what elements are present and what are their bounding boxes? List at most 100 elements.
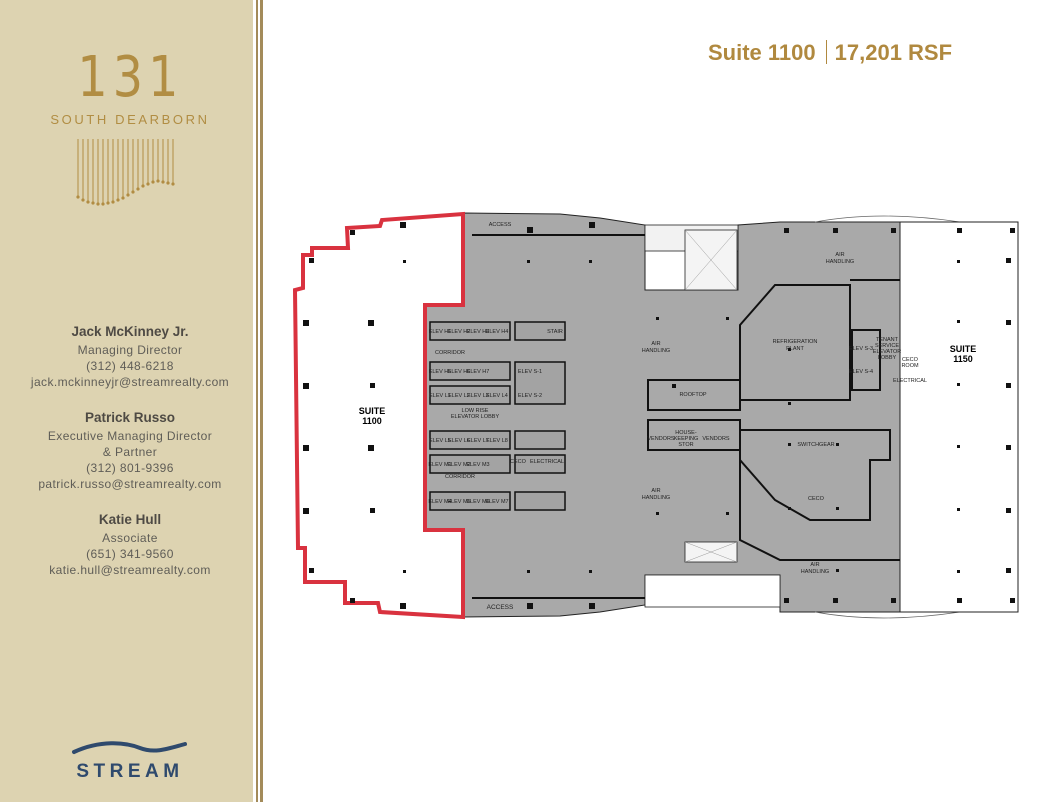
electrical-label: ELECTRICAL <box>530 459 564 465</box>
svg-text:ELEV H2: ELEV H2 <box>448 329 471 335</box>
contact-email[interactable]: jack.mckinneyjr@streamrealty.com <box>30 375 230 389</box>
ceco-label: CECO <box>808 496 825 502</box>
access-label: ACCESS <box>489 222 512 228</box>
svg-text:ELEV L8: ELEV L8 <box>486 438 508 444</box>
svg-text:ELEV M2: ELEV M2 <box>447 462 470 468</box>
contact-card: Jack McKinney Jr. Managing Director (312… <box>0 322 260 390</box>
corridor-label: CORRIDOR <box>435 350 465 356</box>
svg-text:ELEV S-2: ELEV S-2 <box>518 393 542 399</box>
air-handling-label: HANDLING <box>642 348 670 354</box>
suite-label: Suite 1100 <box>708 40 816 65</box>
sidebar-border <box>260 0 263 802</box>
air-handling-label: AIR <box>651 341 660 347</box>
air-handling-label: AIR <box>810 562 819 568</box>
walls <box>472 234 900 599</box>
svg-text:ELEV H4: ELEV H4 <box>486 329 509 335</box>
building-logo: 131 SOUTH DEARBORN <box>0 45 260 128</box>
lobby-label: ELEVATOR LOBBY <box>451 414 500 420</box>
svg-text:ELEV L6: ELEV L6 <box>448 438 470 444</box>
page-title: Suite 1100 17,201 RSF <box>708 40 952 66</box>
refrigeration-label: PLANT <box>786 346 804 352</box>
suite-1150[interactable] <box>899 221 1019 613</box>
stream-logo: STREAM <box>70 740 190 783</box>
svg-text:ELEV M5: ELEV M5 <box>447 499 470 505</box>
contact-card: Patrick Russo Executive Managing Directo… <box>0 408 260 492</box>
ceco-label: CECO <box>510 459 527 465</box>
switchgear-label: SWITCHGEAR <box>797 442 834 448</box>
air-handling-label: HANDLING <box>642 495 670 501</box>
svg-text:ELEV H7: ELEV H7 <box>467 369 490 375</box>
contact-title: Managing Director <box>77 343 183 357</box>
contact-title: Executive Managing Director <box>47 429 213 443</box>
ceco-room-label: CECO <box>902 357 919 363</box>
electrical-label: ELECTRICAL <box>893 378 927 384</box>
suite-1150-label: 1150 <box>953 354 973 364</box>
svg-text:ELEV L2: ELEV L2 <box>448 393 470 399</box>
suite-1100-label: 1100 <box>362 416 382 426</box>
contact-title: Associate <box>102 531 158 545</box>
contact-list: Jack McKinney Jr. Managing Director (312… <box>0 322 260 596</box>
wave-icon <box>72 741 187 754</box>
svg-text:ELEV H1: ELEV H1 <box>429 329 452 335</box>
contact-title: & Partner <box>102 445 158 459</box>
canopy-top <box>814 215 961 223</box>
canopy-bottom <box>814 611 961 619</box>
housekeeping-label: KEEPING <box>674 436 698 442</box>
svg-text:ELEV L4: ELEV L4 <box>486 393 508 399</box>
contact-name: Jack McKinney Jr. <box>71 324 189 339</box>
svg-text:ELEV L1: ELEV L1 <box>429 393 451 399</box>
air-handling-label: HANDLING <box>826 259 854 265</box>
contact-email[interactable]: patrick.russo@streamrealty.com <box>38 477 222 491</box>
svg-text:ELEV M6: ELEV M6 <box>466 499 489 505</box>
lobby-label: ELEVATOR <box>873 349 901 355</box>
contact-phone[interactable]: (312) 448-6218 <box>86 359 174 373</box>
ceco-room-label: ROOM <box>901 363 919 369</box>
svg-text:ELEV M7: ELEV M7 <box>485 499 508 505</box>
contact-phone[interactable]: (651) 341-9560 <box>86 547 174 561</box>
suite-1100-highlight[interactable] <box>292 211 465 620</box>
svg-text:ELEV H6: ELEV H6 <box>448 369 471 375</box>
sidebar-border <box>258 0 260 802</box>
sidebar <box>0 0 253 802</box>
svg-text:ELEV M4: ELEV M4 <box>428 499 451 505</box>
access-label: ACCESS <box>487 604 514 611</box>
lobby-label: TENANT <box>876 337 899 343</box>
svg-text:ELEV L7: ELEV L7 <box>467 438 489 444</box>
air-handling-label: AIR <box>835 252 844 258</box>
rooftop-label: ROOFTOP <box>679 392 706 398</box>
sidebar-border <box>256 0 258 802</box>
svg-text:ELEV S-1: ELEV S-1 <box>518 369 542 375</box>
housekeeping-label: HOUSE- <box>675 430 697 436</box>
contact-card: Katie Hull Associate (651) 341-9560 kati… <box>0 510 260 578</box>
svg-text:ELEV S-3: ELEV S-3 <box>849 346 873 352</box>
vendors-label: VENDORS <box>702 436 730 442</box>
lobby-label: LOBBY <box>878 355 897 361</box>
building-number: 131 <box>76 45 184 110</box>
air-handling-label: HANDLING <box>801 569 829 575</box>
area-label: 17,201 RSF <box>834 40 953 65</box>
elevator-labels: ELEV H1 ELEV H2 ELEV H3 ELEV H4 ELEV H5 … <box>428 329 873 505</box>
vendors-label: VENDORS <box>647 436 675 442</box>
lobby-label: LOW RISE <box>462 408 489 414</box>
sidebar-border <box>253 0 256 802</box>
corridor-label: CORRIDOR <box>445 474 475 480</box>
svg-text:ELEV L3: ELEV L3 <box>467 393 489 399</box>
contact-email[interactable]: katie.hull@streamrealty.com <box>49 563 211 577</box>
contact-phone[interactable]: (312) 801-9396 <box>86 461 174 475</box>
fringe-logo-icon <box>76 139 175 206</box>
svg-text:ELEV H5: ELEV H5 <box>429 369 452 375</box>
lobby-label: SERVICE <box>875 343 899 349</box>
svg-text:ELEV M1: ELEV M1 <box>428 462 451 468</box>
contact-name: Katie Hull <box>98 512 162 527</box>
columns <box>303 222 1015 609</box>
floor-plan: ACCESS ACCESS AIR HANDLING AIR HANDLING … <box>292 211 1019 620</box>
atrium-top <box>644 224 739 291</box>
refrigeration-label: REFRIGERATION <box>773 339 818 345</box>
company-name: STREAM <box>76 761 184 782</box>
suite-1100-label: SUITE <box>359 406 386 416</box>
svg-text:ELEV M3: ELEV M3 <box>466 462 489 468</box>
atrium-bottom <box>644 541 781 608</box>
housekeeping-label: STOR <box>678 442 693 448</box>
air-handling-label: AIR <box>651 488 660 494</box>
suite-1150-label: SUITE <box>950 344 977 354</box>
